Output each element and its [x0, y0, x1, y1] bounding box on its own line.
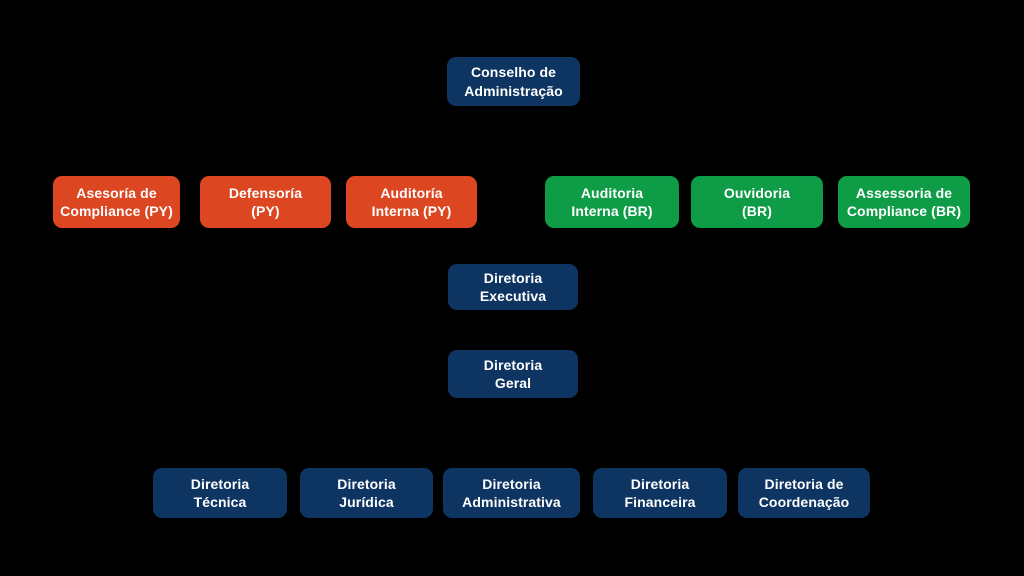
node-assessoria-de-compliance-br: Assessoria de Compliance (BR)	[838, 176, 970, 228]
node-diretoria-juridica: Diretoria Jurídica	[300, 468, 433, 518]
node-diretoria-financeira: Diretoria Financeira	[593, 468, 727, 518]
node-auditoria-interna-py: Auditoría Interna (PY)	[346, 176, 477, 228]
node-diretoria-administrativa: Diretoria Administrativa	[443, 468, 580, 518]
node-diretoria-executiva: Diretoria Executiva	[448, 264, 578, 310]
node-diretoria-tecnica: Diretoria Técnica	[153, 468, 287, 518]
node-diretoria-de-coordenacao: Diretoria de Coordenação	[738, 468, 870, 518]
node-diretoria-geral: Diretoria Geral	[448, 350, 578, 398]
node-conselho-de-administracao: Conselho de Administração	[447, 57, 580, 106]
node-auditoria-interna-br: Auditoria Interna (BR)	[545, 176, 679, 228]
node-defensoria-py: Defensoría (PY)	[200, 176, 331, 228]
node-ouvidoria-br: Ouvidoria (BR)	[691, 176, 823, 228]
node-asesoria-de-compliance-py: Asesoría de Compliance (PY)	[53, 176, 180, 228]
